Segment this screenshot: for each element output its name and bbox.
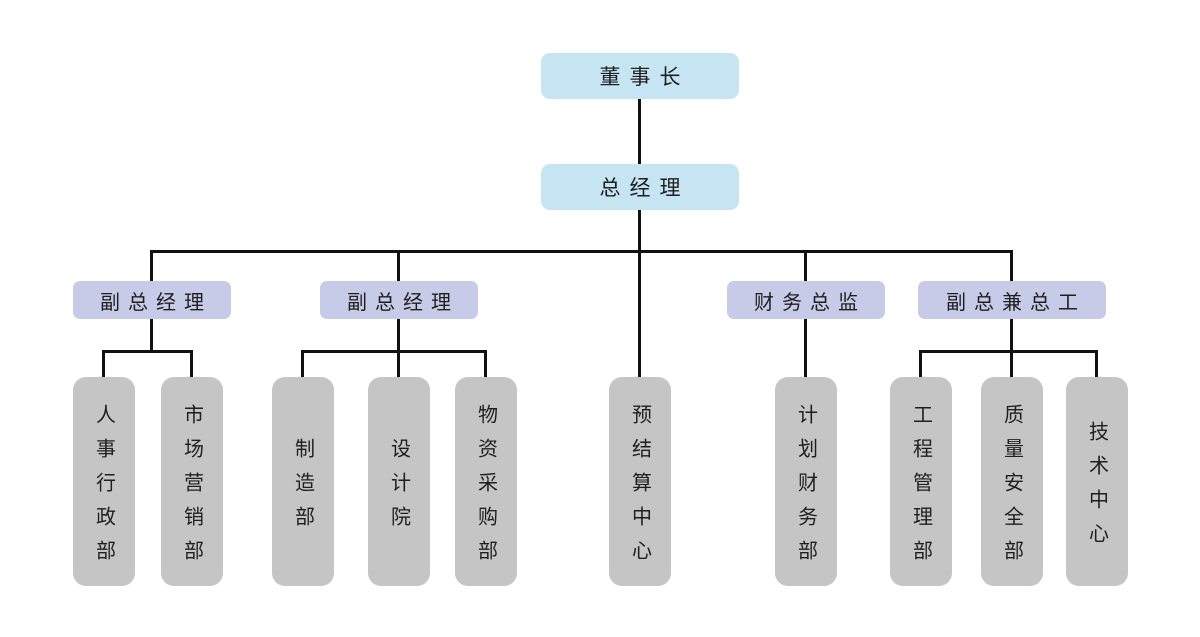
node-dept-planning-finance-label: 计划财务部 bbox=[794, 403, 817, 574]
connector bbox=[150, 250, 1013, 253]
connector bbox=[301, 350, 487, 353]
connector bbox=[150, 319, 153, 350]
node-vice-president-2: 副总经理 bbox=[320, 281, 478, 319]
connector bbox=[102, 350, 193, 353]
connector bbox=[919, 350, 1098, 353]
connector bbox=[397, 319, 400, 377]
connector bbox=[190, 350, 193, 377]
node-dept-quality-safety-label: 质量安全部 bbox=[1000, 403, 1023, 574]
node-dept-quality-safety: 质量安全部 bbox=[981, 377, 1043, 586]
connector bbox=[301, 350, 304, 377]
connector bbox=[638, 99, 641, 165]
node-dept-planning-finance: 计划财务部 bbox=[775, 377, 837, 586]
node-dept-marketing-label: 市场营销部 bbox=[180, 403, 203, 574]
node-dept-design-institute: 设计院 bbox=[368, 377, 430, 586]
node-dept-engineering-management-label: 工程管理部 bbox=[909, 403, 932, 574]
connector bbox=[638, 210, 641, 377]
node-vice-president-2-label: 副总经理 bbox=[347, 291, 459, 314]
node-chairman-label: 董事长 bbox=[599, 66, 690, 89]
node-dept-hr-admin-label: 人事行政部 bbox=[92, 403, 115, 574]
node-dept-design-institute-label: 设计院 bbox=[387, 437, 410, 540]
node-general-manager-label: 总经理 bbox=[599, 177, 690, 200]
node-dept-hr-admin: 人事行政部 bbox=[73, 377, 135, 586]
node-deputy-chief-engineer-label: 副总兼总工 bbox=[946, 291, 1086, 314]
connector bbox=[484, 350, 487, 377]
connector bbox=[804, 250, 807, 281]
node-dept-procurement: 物资采购部 bbox=[455, 377, 517, 586]
connector bbox=[804, 319, 807, 377]
node-chairman: 董事长 bbox=[541, 53, 739, 99]
connector bbox=[1010, 319, 1013, 377]
node-deputy-chief-engineer: 副总兼总工 bbox=[918, 281, 1106, 319]
node-dept-manufacturing: 制造部 bbox=[272, 377, 334, 586]
node-finance-director: 财务总监 bbox=[727, 281, 885, 319]
node-dept-manufacturing-label: 制造部 bbox=[291, 437, 314, 540]
node-dept-technology-center-label: 技术中心 bbox=[1085, 420, 1108, 557]
node-vice-president-1: 副总经理 bbox=[73, 281, 231, 319]
connector bbox=[102, 350, 105, 377]
connector bbox=[397, 250, 400, 281]
node-dept-technology-center: 技术中心 bbox=[1066, 377, 1128, 586]
node-vice-president-1-label: 副总经理 bbox=[100, 291, 212, 314]
node-dept-budget-settlement-center-label: 预结算中心 bbox=[628, 403, 651, 574]
node-dept-marketing: 市场营销部 bbox=[161, 377, 223, 586]
node-dept-engineering-management: 工程管理部 bbox=[890, 377, 952, 586]
connector bbox=[150, 250, 153, 281]
node-general-manager: 总经理 bbox=[541, 164, 739, 210]
node-dept-budget-settlement-center: 预结算中心 bbox=[609, 377, 671, 586]
connector bbox=[919, 350, 922, 377]
node-dept-procurement-label: 物资采购部 bbox=[474, 403, 497, 574]
node-finance-director-label: 财务总监 bbox=[754, 291, 866, 314]
connector bbox=[1010, 250, 1013, 281]
connector bbox=[1095, 350, 1098, 377]
